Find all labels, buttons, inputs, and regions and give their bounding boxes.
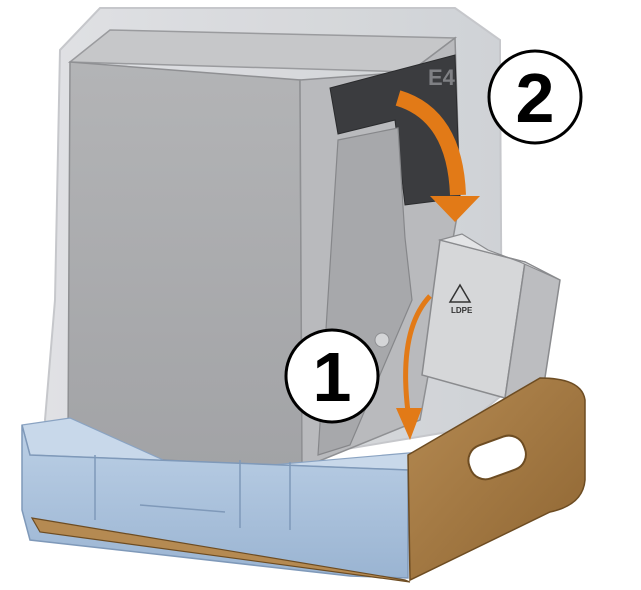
step-2-badge: 2	[487, 49, 583, 145]
display-panel	[329, 54, 461, 206]
step-2-arrowhead	[430, 196, 480, 222]
sleeve-side	[407, 377, 586, 582]
foam-detail	[94, 455, 291, 530]
cardboard-insert: LDPE	[421, 233, 561, 412]
step-2-arrow	[395, 90, 480, 222]
ldpe-recycling-icon: LDPE	[448, 283, 473, 315]
step-1-arrow	[396, 294, 432, 440]
recycling-mark: LDPE	[451, 306, 473, 315]
step-2-number: 2	[516, 59, 555, 137]
sleeve-base	[30, 517, 411, 583]
cardboard-sleeve	[30, 377, 586, 583]
sleeve-handle-hole[interactable]	[464, 431, 530, 484]
insert-top	[437, 233, 561, 281]
printer-left-face	[67, 61, 303, 469]
step-1-arrowhead	[396, 408, 422, 440]
step-1-badge: 1	[284, 328, 380, 424]
model-label: E4	[428, 65, 456, 90]
printer: E4	[67, 29, 461, 470]
step-1-number: 1	[313, 338, 352, 416]
door-knob	[374, 332, 390, 348]
